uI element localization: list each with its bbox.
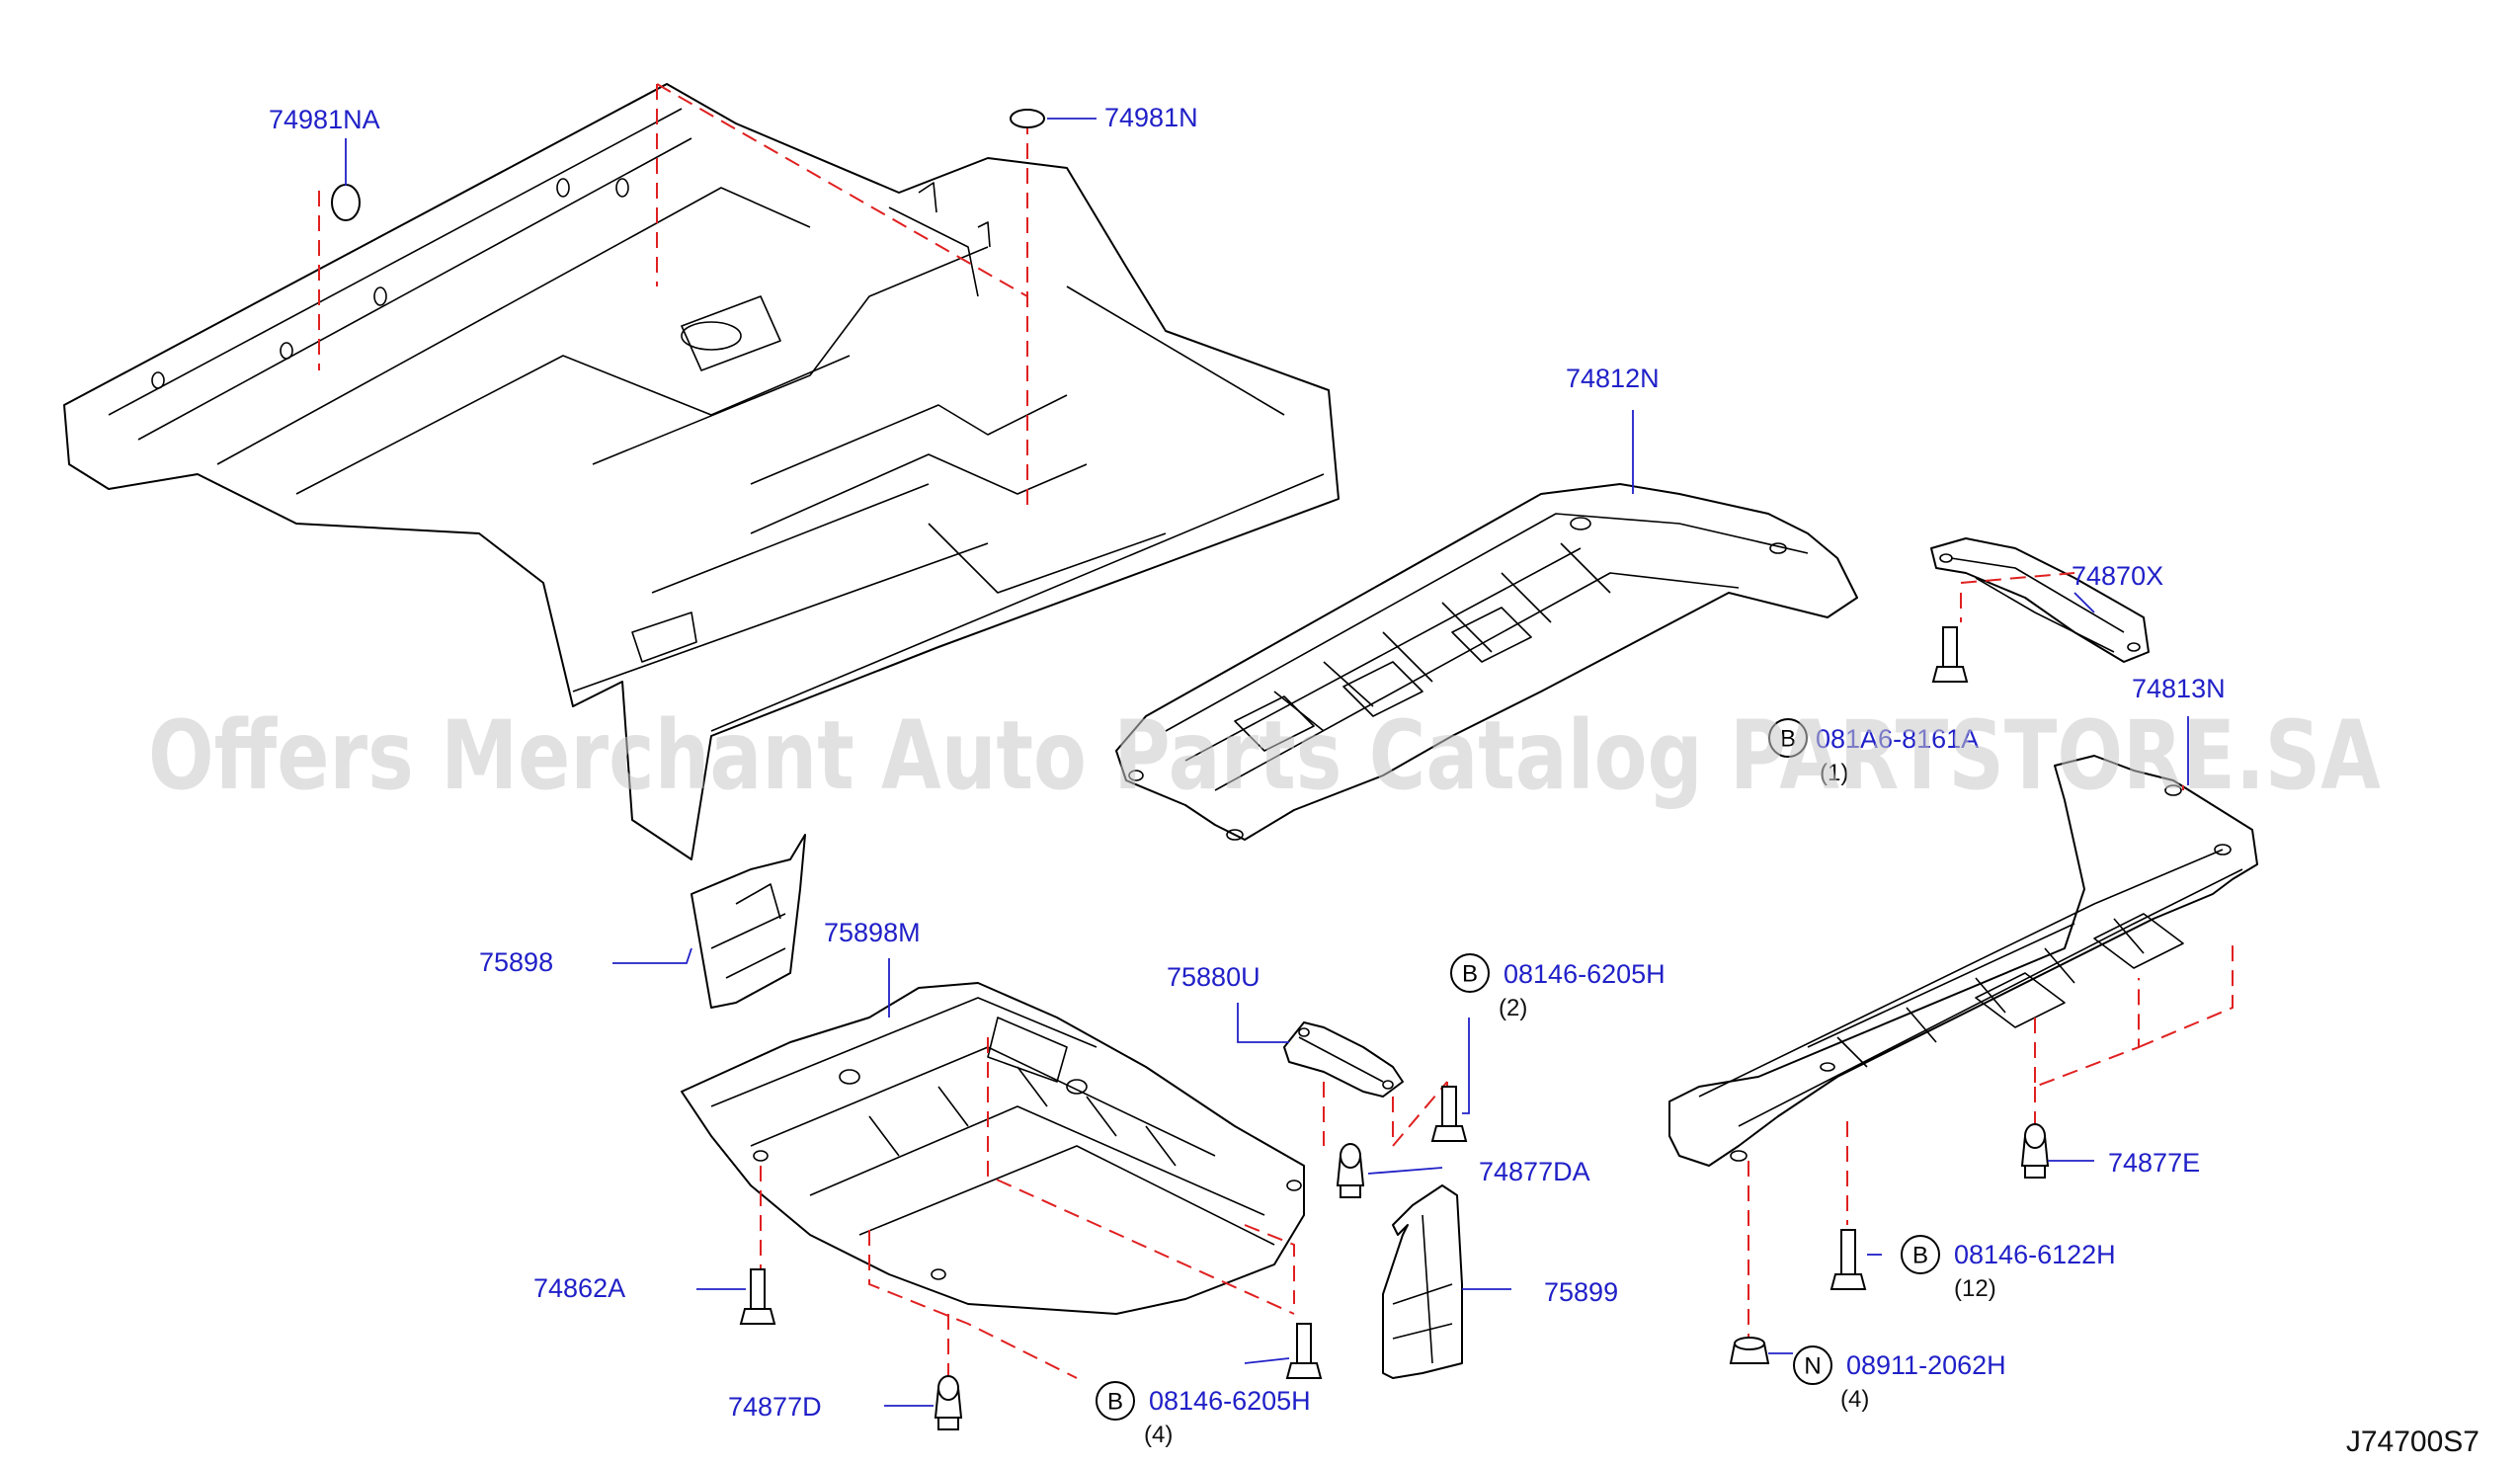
bolt-08146-6122H-icon — [1829, 1229, 1867, 1290]
bolt-081A6-icon — [1931, 626, 1969, 683]
front-under-cover-75898M — [681, 982, 1305, 1315]
diagram-code: J74700S7 — [2346, 1425, 2479, 1458]
grommet-74981N-icon — [1010, 109, 1045, 128]
callout-74981N: 74981N — [1104, 103, 1198, 132]
side-cover-75899 — [1382, 1184, 1463, 1379]
grommet-74981NA-icon — [331, 184, 361, 221]
callout-75898: 75898 — [479, 947, 553, 977]
nut-08911-2062H-icon — [1729, 1337, 1770, 1364]
clip-74877DA-icon — [1336, 1143, 1365, 1198]
assembly-guides — [318, 83, 2234, 1403]
fastener-b-bottom-part: 08146-6205H — [1149, 1386, 1311, 1416]
part-callouts: 74981NA 74981N 74812N 74870X 74813N 7589… — [269, 103, 2226, 1422]
front-under-cover-74812N — [1115, 483, 1858, 841]
svg-text:N: N — [1804, 1353, 1821, 1380]
svg-text:B: B — [1780, 726, 1796, 753]
fastener-b-right-qty: (12) — [1954, 1275, 1996, 1302]
callout-74870X: 74870X — [2072, 561, 2163, 591]
fasteners — [331, 109, 2050, 1430]
callout-74862A: 74862A — [533, 1273, 625, 1303]
watermark: Offers Merchant Auto Parts Catalog PARTS… — [148, 700, 2381, 811]
callout-75899: 75899 — [1544, 1277, 1618, 1307]
svg-text:B: B — [1107, 1389, 1123, 1416]
fastener-b-top-part: 081A6-8161A — [1816, 724, 1979, 754]
callout-74813N: 74813N — [2132, 674, 2226, 703]
bracket-74870X — [1930, 537, 2150, 663]
side-cover-75898 — [691, 834, 806, 1009]
fastener-b-right-part: 08146-6122H — [1954, 1240, 2116, 1269]
fastener-b-mid-qty: (2) — [1499, 995, 1527, 1021]
bolt-08146-6205H-mid-icon — [1430, 1086, 1468, 1142]
fastener-n-right: N 08911-2062H (4) — [1793, 1345, 2006, 1413]
fastener-n-right-qty: (4) — [1840, 1386, 1869, 1413]
fastener-b-right: B 08146-6122H (12) — [1901, 1235, 2116, 1302]
bolt-74862A-icon — [739, 1268, 776, 1325]
callout-74981NA: 74981NA — [269, 105, 380, 134]
bolt-08146-6205H-bottom-icon — [1285, 1323, 1323, 1379]
callout-74877D: 74877D — [728, 1392, 822, 1422]
callout-75880U: 75880U — [1167, 962, 1260, 992]
callout-75898M: 75898M — [824, 918, 921, 947]
fastener-b-mid-part: 08146-6205H — [1504, 959, 1666, 989]
fastener-b-top: B 081A6-8161A (1) — [1768, 718, 1979, 786]
clip-74877D-icon — [934, 1375, 963, 1430]
callout-74877DA: 74877DA — [1479, 1157, 1590, 1186]
callout-74812N: 74812N — [1566, 364, 1660, 393]
leader-lines — [345, 118, 2189, 1407]
fastener-n-right-part: 08911-2062H — [1846, 1350, 2006, 1380]
rear-under-cover-74813N — [1668, 755, 2258, 1167]
floor-panel — [63, 83, 1340, 860]
fastener-b-mid: B 08146-6205H (2) — [1450, 953, 1666, 1021]
fastener-callouts: B 081A6-8161A (1) B 08146-6205H (2) B 08… — [1096, 718, 2116, 1448]
fastener-b-bottom-qty: (4) — [1144, 1422, 1173, 1448]
plate-75880U — [1283, 1021, 1404, 1098]
callout-74877E: 74877E — [2108, 1148, 2200, 1178]
svg-text:B: B — [1912, 1243, 1928, 1269]
fastener-b-top-qty: (1) — [1820, 760, 1848, 786]
clip-74877E-icon — [2020, 1123, 2050, 1179]
svg-text:B: B — [1462, 961, 1478, 988]
fastener-b-bottom: B 08146-6205H (4) — [1096, 1381, 1311, 1448]
